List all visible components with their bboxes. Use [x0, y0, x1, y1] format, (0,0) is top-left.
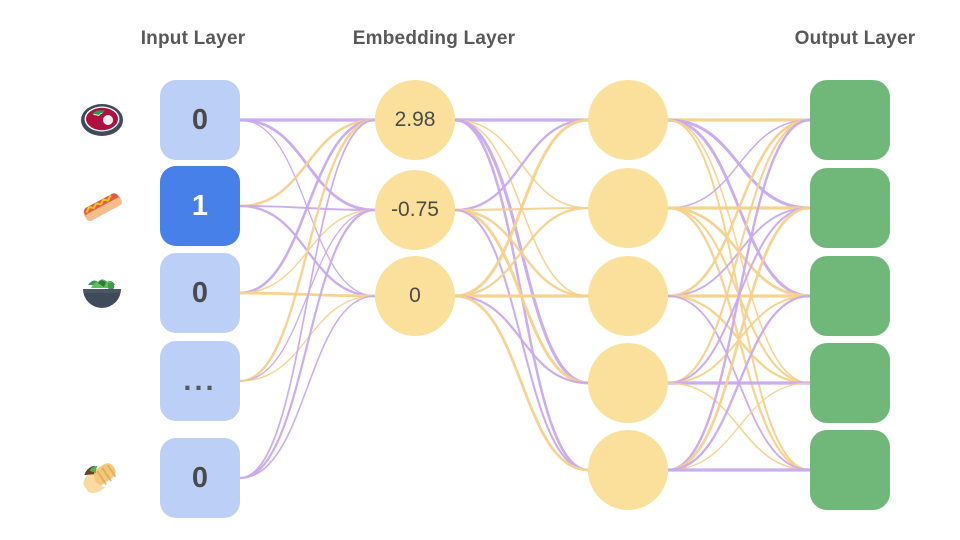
- burrito-icon: [78, 454, 126, 502]
- steak-dish-icon: [78, 96, 126, 144]
- input-node-2[interactable]: 0: [160, 253, 240, 333]
- input-node-value: 0: [191, 461, 209, 494]
- input-node-0[interactable]: 0: [160, 80, 240, 160]
- output-node-4[interactable]: [810, 430, 890, 510]
- output-node-0[interactable]: [810, 80, 890, 160]
- output-node-2[interactable]: [810, 256, 890, 336]
- embedding-node-value: -0.75: [391, 198, 439, 221]
- hot-dog-icon: [78, 182, 126, 230]
- input-node-4[interactable]: 0: [160, 438, 240, 518]
- embedding-node-value: 0: [409, 284, 421, 307]
- hidden-node-3[interactable]: [588, 343, 668, 423]
- hidden-node-2[interactable]: [588, 256, 668, 336]
- hidden-node-4[interactable]: [588, 430, 668, 510]
- hidden-node-0[interactable]: [588, 80, 668, 160]
- input-node-ellipsis[interactable]: ...: [160, 341, 240, 421]
- embedding-node-1[interactable]: -0.75: [375, 170, 455, 250]
- layer-title-input: Input Layer: [140, 28, 246, 49]
- input-node-1[interactable]: 1: [160, 166, 240, 246]
- salad-bowl-icon: [78, 269, 126, 317]
- embedding-node-2[interactable]: 0: [375, 256, 455, 336]
- output-node-3[interactable]: [810, 343, 890, 423]
- input-node-value: ...: [183, 364, 217, 397]
- embedding-node-0[interactable]: 2.98: [375, 80, 455, 160]
- input-node-value: 0: [191, 103, 209, 136]
- layer-title-embedding: Embedding Layer: [352, 28, 516, 49]
- input-node-value: 1: [191, 189, 209, 222]
- layer-title-output: Output Layer: [794, 28, 916, 49]
- hidden-node-1[interactable]: [588, 168, 668, 248]
- output-node-1[interactable]: [810, 168, 890, 248]
- embedding-node-value: 2.98: [394, 108, 436, 131]
- input-node-value: 0: [191, 276, 209, 309]
